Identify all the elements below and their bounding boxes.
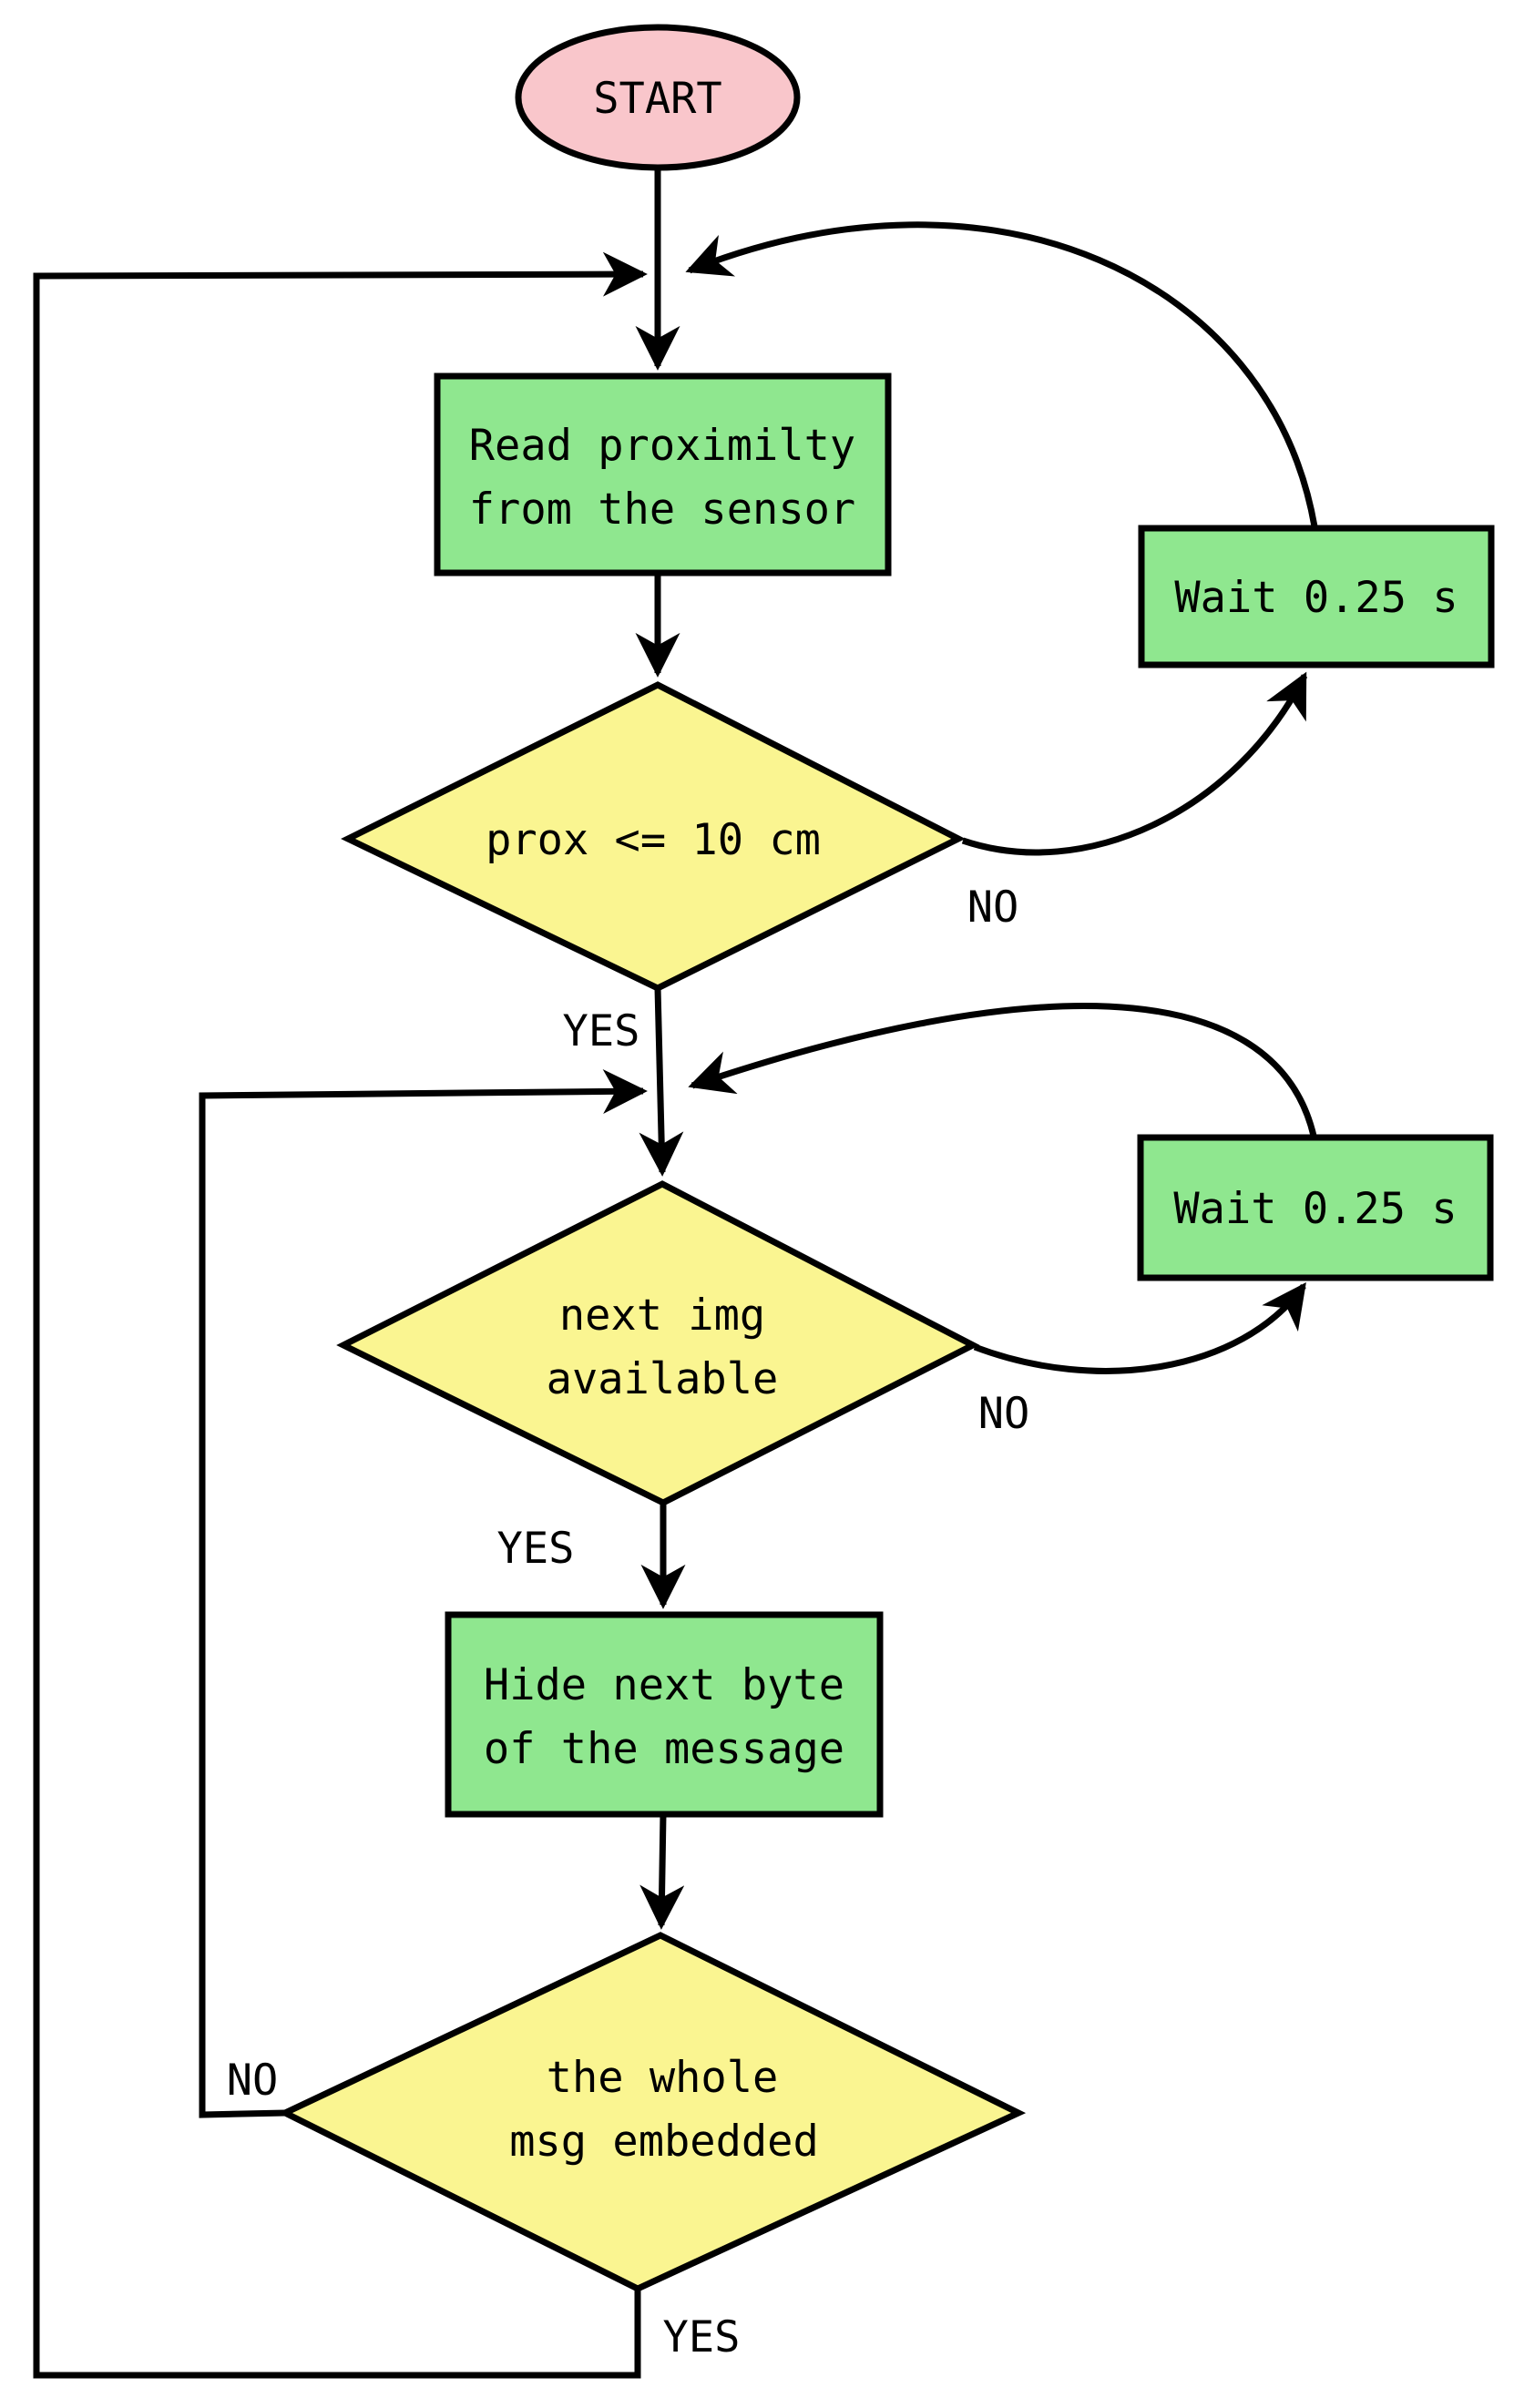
start-label: START [593,74,721,124]
edge-img-no-to-wait-bottom [973,1282,1306,1374]
prox-decision-diamond [341,681,966,992]
img-decision-label-line1: next img [559,1291,765,1341]
label-prox-yes: YES [563,1006,640,1056]
edge-hide-byte-to-embed-decision [639,1813,685,1930]
label-img-no: NO [978,1389,1030,1439]
edge-embed-yes-main-loop-return [33,251,648,2379]
hide-byte-process [445,1611,884,1818]
read-sensor-label-line2: from the sensor [469,485,855,535]
hide-byte-label-line1: Hide next byte [484,1660,844,1710]
label-prox-no: NO [967,883,1019,933]
edge-prox-yes-to-img-decision [639,987,684,1177]
prox-decision-label: prox <= 10 cm [486,815,821,865]
img-decision-diamond [336,1180,980,1506]
label-img-yes: YES [497,1524,575,1574]
embed-decision-label-line1: the whole [547,2053,779,2103]
wait-bottom-process [1137,1134,1494,1281]
embed-decision-diamond [277,1932,1027,2292]
edge-prox-no-to-wait-top [961,671,1308,856]
label-embed-no: NO [227,2056,279,2106]
edge-wait-bottom-to-img-junction [688,1003,1317,1137]
wait-bottom-label: Wait 0.25 s [1173,1184,1457,1234]
wait-top-label: Wait 0.25 s [1174,573,1458,623]
embed-decision-label-line2: msg embedded [509,2117,819,2167]
read-sensor-process [434,372,892,576]
wait-top-process [1138,525,1495,668]
label-embed-yes: YES [663,2312,741,2362]
edge-embed-no-return [199,1068,648,2118]
edge-wait-top-to-loop-junction [685,221,1318,527]
read-sensor-label-line1: Read proximilty [469,421,855,471]
hide-byte-label-line2: of the message [484,1724,844,1774]
img-decision-label-line2: available [547,1354,779,1404]
start-terminator [515,24,801,171]
